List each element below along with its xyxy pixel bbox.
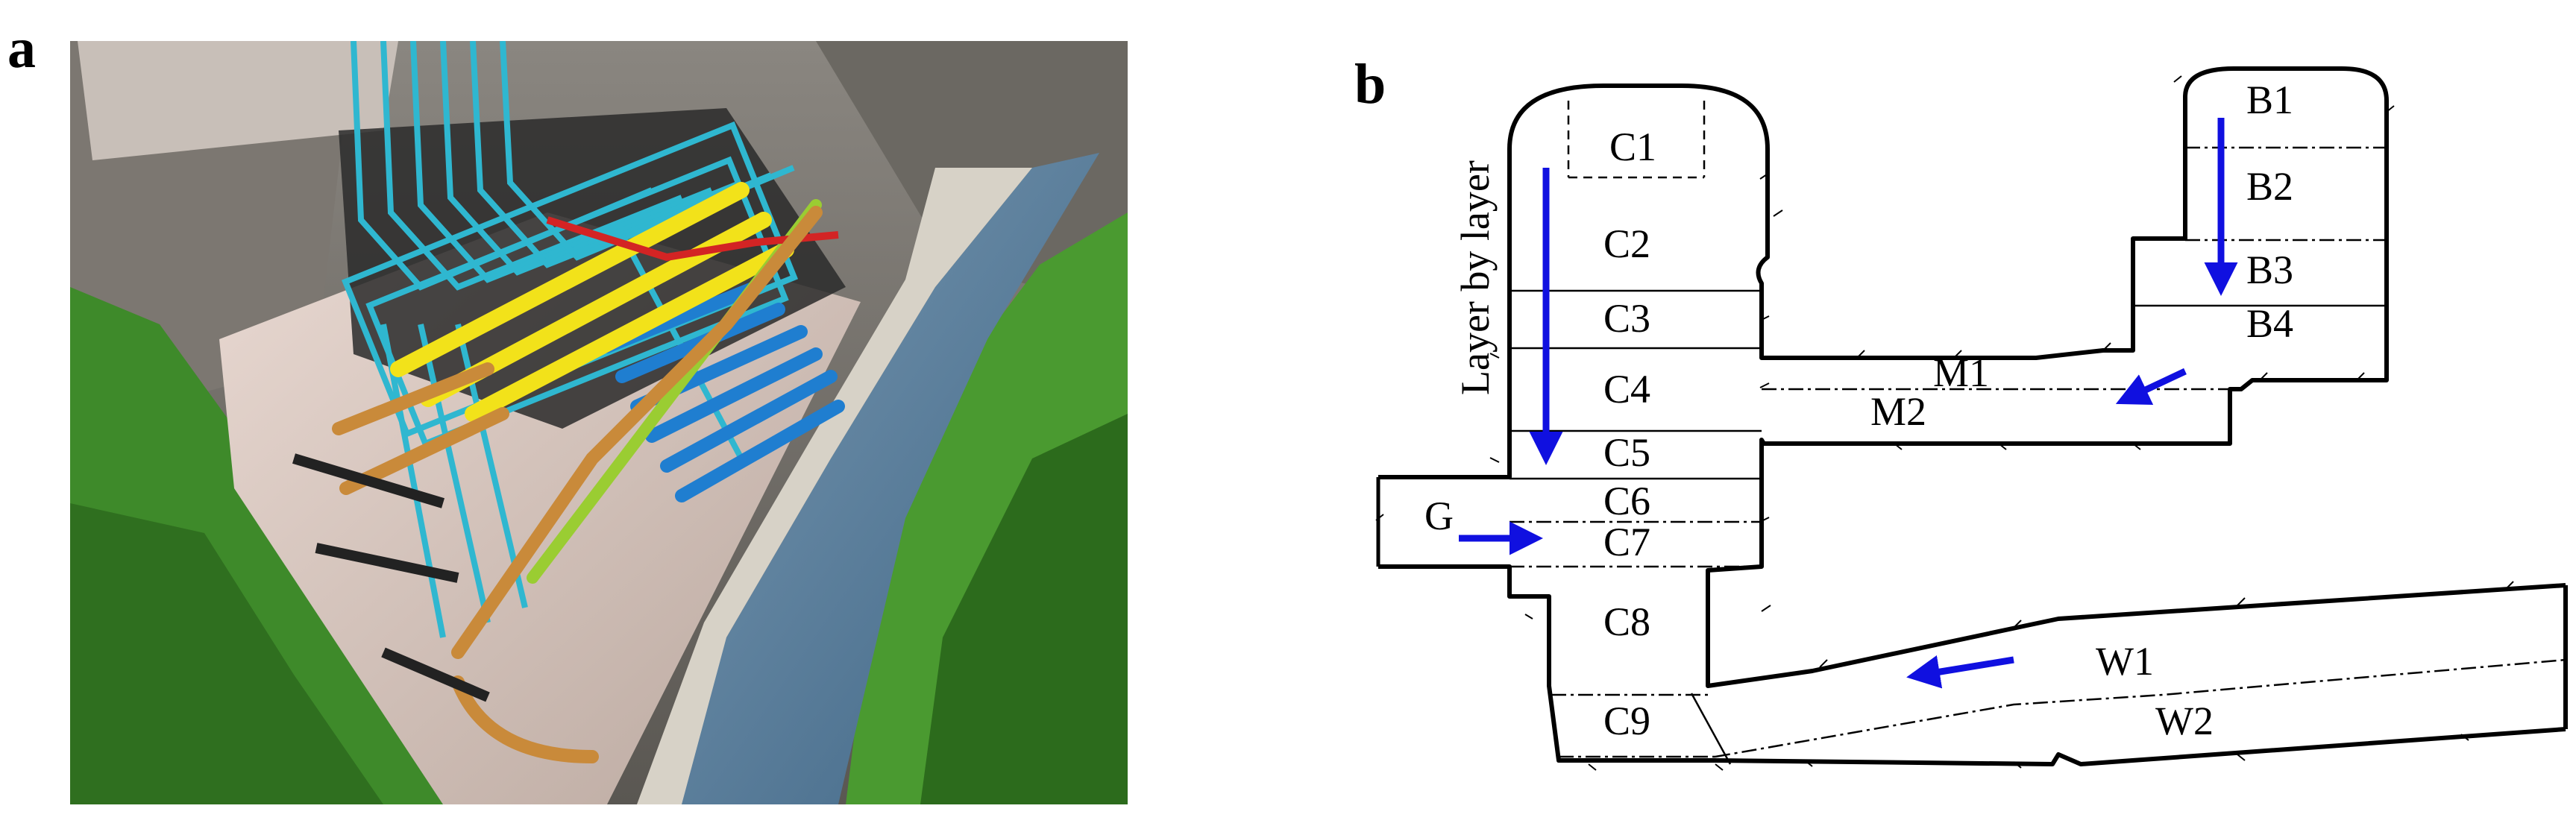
layer-label-c7: C7: [1603, 520, 1650, 564]
panel-label-a: a: [7, 17, 36, 80]
layer-label-b2: B2: [2246, 164, 2293, 209]
bolt-marks: [1375, 75, 2514, 771]
layer-label-b3: B3: [2246, 248, 2293, 292]
layer-label-b1: B1: [2246, 78, 2293, 122]
section-outline: [1376, 66, 2568, 766]
dark-supports: [292, 453, 490, 702]
left-grass-dark: [70, 503, 383, 804]
arrow-w-tunnel: [1906, 655, 2014, 689]
layer-label-w1: W1: [2096, 639, 2154, 684]
main-cavern-left: [1378, 149, 2566, 766]
layer-label-m2: M2: [1870, 389, 1926, 434]
layer-by-layer-annotation: Layer by layer: [1453, 160, 1498, 395]
blue-penstocks: [600, 280, 845, 502]
river: [652, 153, 1099, 804]
river-bank: [637, 168, 1032, 804]
layer-label-g: G: [1424, 494, 1454, 538]
arrow-m-tunnel: [2115, 368, 2187, 406]
layer-label-c8: C8: [1603, 599, 1650, 644]
panel-label-b: b: [1354, 53, 1386, 116]
layer-label-c1: C1: [1609, 125, 1656, 169]
layer-label-c6: C6: [1603, 479, 1650, 523]
layer-label-c3: C3: [1603, 296, 1650, 341]
layer-label-c9: C9: [1603, 699, 1650, 743]
layer-label-c4: C4: [1603, 367, 1650, 412]
powerhouse-3d-render: [70, 41, 1128, 804]
layer-label-c5: C5: [1603, 430, 1650, 475]
layer-label-w2: W2: [2155, 699, 2214, 743]
right-grass-dark: [920, 414, 1128, 804]
layer-label-m1: M1: [1933, 350, 1989, 395]
top-slab: [78, 41, 398, 160]
layer-labels: C1 C2 C3 C4 C5 C6 C7 C8 C9 B1 B2 B3 B4 M…: [1424, 78, 2293, 743]
orange-tunnels: [332, 206, 823, 763]
excavation-arrows: [1459, 118, 2238, 689]
layer-label-c2: C2: [1603, 221, 1650, 266]
main-cavern-outline: [1507, 66, 2566, 688]
layer-lines: [1510, 101, 2566, 765]
layer-label-b4: B4: [2246, 301, 2293, 346]
